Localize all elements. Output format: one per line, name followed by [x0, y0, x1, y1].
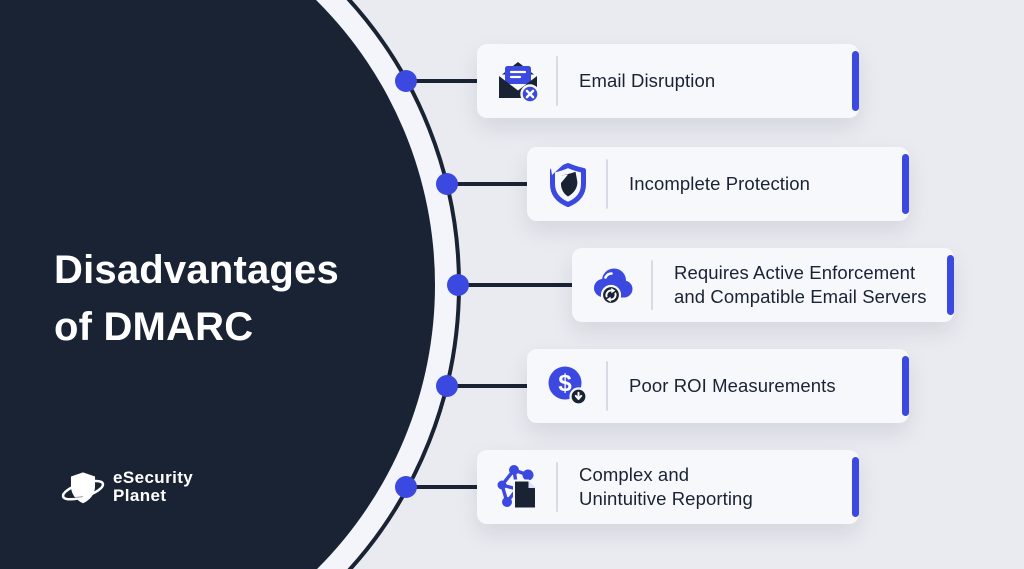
dollar-decline-icon: $: [548, 366, 588, 406]
navy-circle: [0, 0, 435, 569]
logo-line2: Planet: [113, 486, 167, 505]
card-label: Complex and Unintuitive Reporting: [579, 463, 753, 509]
card-divider: [556, 56, 558, 106]
cloud-sync-icon: [594, 268, 633, 306]
card-email-disruption: Email Disruption: [477, 44, 859, 118]
logo-text: eSecurity Planet: [113, 467, 194, 506]
card-label: Incomplete Protection: [629, 172, 811, 194]
connector-dot: [395, 476, 417, 498]
card-accent-bar: [902, 154, 909, 214]
card-accent-bar: [947, 255, 954, 315]
card-poor-roi: $ Poor ROI Measurements: [527, 349, 909, 423]
card-requires-active-enforcement: Requires Active Enforcement and Compatib…: [572, 248, 954, 322]
incomplete-shield-icon: [550, 162, 586, 207]
connector-dot: [395, 70, 417, 92]
card-complex-reporting: Complex and Unintuitive Reporting: [477, 450, 859, 524]
page-title: Disadvantages of DMARC: [54, 248, 339, 349]
card-divider: [651, 260, 653, 310]
card-divider: [606, 159, 608, 209]
esecurity-planet-logo: eSecurity Planet: [60, 464, 193, 510]
connector-dot: [436, 375, 458, 397]
card-accent-bar: [852, 51, 859, 111]
card-label: Poor ROI Measurements: [629, 374, 836, 396]
card-accent-bar: [852, 457, 859, 517]
card-incomplete-protection: Incomplete Protection: [527, 147, 909, 221]
card-divider: [556, 462, 558, 512]
connector-dot: [447, 274, 469, 296]
dollar-symbol: $: [558, 370, 572, 397]
email-disruption-icon: [499, 62, 540, 104]
card-label: Email Disruption: [579, 69, 716, 91]
connector-dots: [395, 70, 469, 498]
connector-dot: [436, 173, 458, 195]
card-label: Requires Active Enforcement and Compatib…: [674, 261, 927, 307]
shield-planet-icon: [61, 472, 105, 504]
logo-line1: eSecurity: [113, 467, 194, 487]
card-accent-bar: [902, 356, 909, 416]
report-graph-icon: [497, 465, 537, 510]
card-divider: [606, 361, 608, 411]
